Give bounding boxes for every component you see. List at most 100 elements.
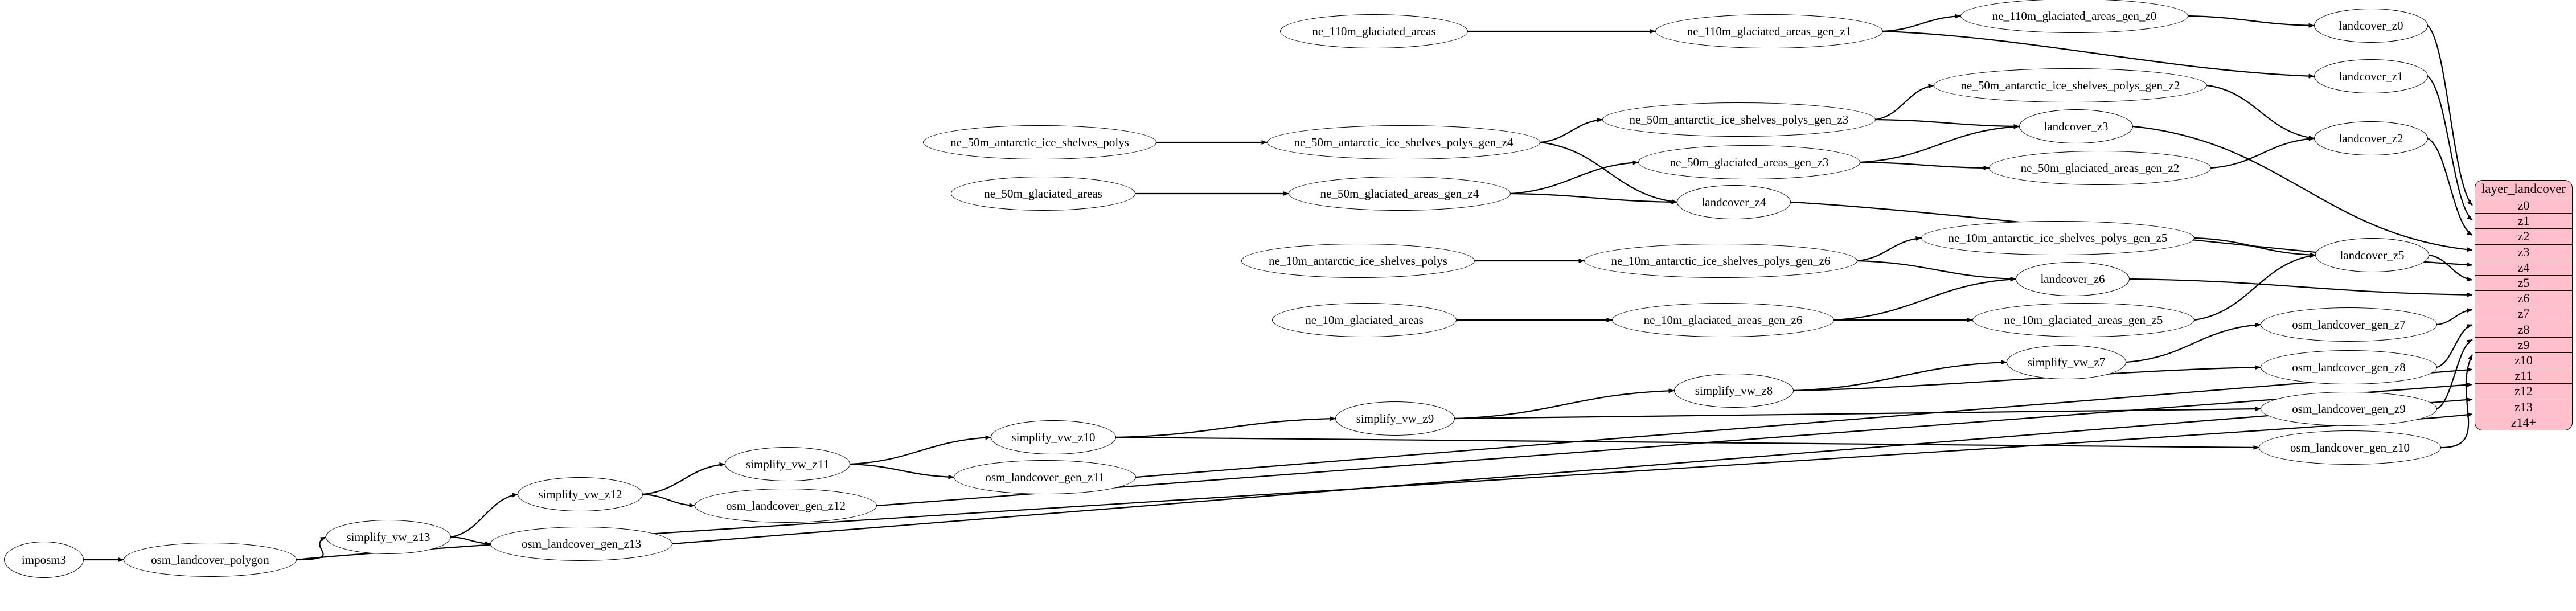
- node-label: landcover_z3: [2044, 119, 2109, 133]
- node-label: ne_50m_glaciated_areas: [984, 186, 1102, 200]
- table-header: layer_landcover: [2475, 181, 2572, 198]
- table-row-z3[interactable]: z3: [2475, 245, 2572, 260]
- node-landcover-z2[interactable]: landcover_z2: [2314, 121, 2428, 155]
- node-label: ne_10m_glaciated_areas: [1305, 313, 1424, 327]
- table-row-z8[interactable]: z8: [2475, 322, 2572, 338]
- table-row-z2[interactable]: z2: [2475, 229, 2572, 245]
- edge-ne_50m_antarctic_ice_shelves_polys_gen_z4-to-ne_50m_antarctic_ice_shelves_polys_gen_z3: [1540, 117, 1603, 143]
- edge-simplify_vw_z7-to-osm_landcover_gen_z7: [2126, 322, 2261, 363]
- edge-simplify_vw_z10-to-simplify_vw_z9: [1115, 416, 1336, 438]
- node-simplify-vw-z9[interactable]: simplify_vw_z9: [1335, 401, 1455, 436]
- edge-simplify_vw_z8-to-simplify_vw_z7: [1793, 360, 2007, 392]
- edge-osm_landcover_gen_z11-to-table.z11: [1135, 367, 2473, 478]
- edge-simplify_vw_z9-to-simplify_vw_z8: [1454, 388, 1675, 420]
- node-ne-10m-glaciated-areas[interactable]: ne_10m_glaciated_areas: [1272, 303, 1457, 337]
- node-osm-landcover-gen-z12[interactable]: osm_landcover_gen_z12: [695, 489, 877, 523]
- table-row-z10[interactable]: z10: [2475, 353, 2572, 369]
- node-ne-10m-antarctic-ice-shelves-polys-gen-z5[interactable]: ne_10m_antarctic_ice_shelves_polys_gen_z…: [1921, 221, 2194, 255]
- edge-ne_10m_glaciated_areas_gen_z5-to-landcover_z5: [2194, 253, 2316, 321]
- table-row-z4[interactable]: z4: [2475, 260, 2572, 276]
- node-label: osm_landcover_gen_z12: [726, 498, 846, 512]
- node-label: ne_10m_antarctic_ice_shelves_polys_gen_z…: [1948, 231, 2168, 245]
- table-row-z6[interactable]: z6: [2475, 291, 2572, 307]
- node-osm-landcover-gen-z9[interactable]: osm_landcover_gen_z9: [2261, 392, 2437, 426]
- node-ne-10m-antarctic-ice-shelves-polys-gen-z6[interactable]: ne_10m_antarctic_ice_shelves_polys_gen_z…: [1584, 244, 1857, 278]
- node-ne-50m-glaciated-areas-gen-z3[interactable]: ne_50m_glaciated_areas_gen_z3: [1638, 145, 1860, 179]
- node-ne-110m-glaciated-areas-gen-z0[interactable]: ne_110m_glaciated_areas_gen_z0: [1960, 0, 2188, 33]
- table-row-z12[interactable]: z12: [2475, 384, 2572, 400]
- node-landcover-z4[interactable]: landcover_z4: [1677, 185, 1791, 219]
- node-ne-50m-antarctic-ice-shelves-polys-gen-z4[interactable]: ne_50m_antarctic_ice_shelves_polys_gen_z…: [1267, 125, 1540, 159]
- node-osm-landcover-gen-z11[interactable]: osm_landcover_gen_z11: [954, 460, 1136, 494]
- node-landcover-z5[interactable]: landcover_z5: [2315, 238, 2429, 272]
- node-label: simplify_vw_z8: [1695, 383, 1773, 397]
- edge-ne_10m_antarctic_ice_shelves_polys_gen_z6-to-landcover_z6: [1857, 260, 2016, 281]
- table-row-z1[interactable]: z1: [2475, 214, 2572, 229]
- node-ne-50m-glaciated-areas[interactable]: ne_50m_glaciated_areas: [951, 177, 1135, 211]
- node-osm-landcover-gen-z8[interactable]: osm_landcover_gen_z8: [2261, 350, 2437, 384]
- node-ne-50m-glaciated-areas-gen-z4[interactable]: ne_50m_glaciated_areas_gen_z4: [1289, 177, 1511, 211]
- edge-simplify_vw_z11-to-osm_landcover_gen_z11: [850, 463, 954, 479]
- node-simplify-vw-z10[interactable]: simplify_vw_z10: [991, 420, 1116, 454]
- node-simplify-vw-z11[interactable]: simplify_vw_z11: [725, 447, 850, 481]
- table-row-z9[interactable]: z9: [2475, 338, 2572, 353]
- node-osm-landcover-gen-z7[interactable]: osm_landcover_gen_z7: [2261, 307, 2437, 342]
- node-ne-50m-antarctic-ice-shelves-polys-gen-z2[interactable]: ne_50m_antarctic_ice_shelves_polys_gen_z…: [1934, 68, 2207, 102]
- edge-simplify_vw_z8-to-osm_landcover_gen_z8: [1793, 365, 2261, 392]
- node-label: landcover_z6: [2040, 272, 2105, 286]
- edge-simplify_vw_z11-to-simplify_vw_z10: [850, 435, 991, 465]
- node-label: ne_10m_glaciated_areas_gen_z6: [1643, 313, 1803, 327]
- edge-ne_50m_glaciated_areas_gen_z4-to-landcover_z4: [1510, 192, 1677, 204]
- node-landcover-z0[interactable]: landcover_z0: [2314, 9, 2428, 43]
- node-ne-110m-glaciated-areas[interactable]: ne_110m_glaciated_areas: [1280, 14, 1468, 48]
- node-simplify-vw-z7[interactable]: simplify_vw_z7: [2007, 345, 2126, 379]
- node-simplify-vw-z12[interactable]: simplify_vw_z12: [518, 477, 643, 511]
- node-ne-110m-glaciated-areas-gen-z1[interactable]: ne_110m_glaciated_areas_gen_z1: [1655, 14, 1883, 48]
- node-label: simplify_vw_z9: [1356, 411, 1434, 425]
- edge-landcover_z6-to-table.z6: [2129, 278, 2473, 297]
- node-imposm3[interactable]: imposm3: [4, 542, 84, 578]
- node-ne-50m-glaciated-areas-gen-z2[interactable]: ne_50m_glaciated_areas_gen_z2: [1989, 151, 2211, 185]
- node-osm-landcover-polygon[interactable]: osm_landcover_polygon: [124, 543, 297, 577]
- node-label: ne_10m_antarctic_ice_shelves_polys: [1269, 253, 1447, 268]
- node-simplify-vw-z8[interactable]: simplify_vw_z8: [1674, 374, 1794, 408]
- edge-landcover_z3-to-table.z3: [2132, 125, 2473, 252]
- node-landcover-z6[interactable]: landcover_z6: [2016, 262, 2130, 296]
- edge-osm_landcover_polygon-to-table.z14+: [296, 412, 2473, 561]
- node-label: simplify_vw_z7: [2027, 355, 2106, 369]
- node-label: ne_50m_glaciated_areas_gen_z3: [1670, 155, 1829, 169]
- node-simplify-vw-z13[interactable]: simplify_vw_z13: [326, 520, 451, 554]
- edge-ne_50m_glaciated_areas_gen_z3-to-ne_50m_glaciated_areas_gen_z2: [1860, 161, 1990, 170]
- node-osm-landcover-gen-z13[interactable]: osm_landcover_gen_z13: [490, 527, 672, 561]
- table-row-z0[interactable]: z0: [2475, 198, 2572, 214]
- node-osm-landcover-gen-z10[interactable]: osm_landcover_gen_z10: [2259, 430, 2441, 465]
- node-ne-10m-glaciated-areas-gen-z5[interactable]: ne_10m_glaciated_areas_gen_z5: [1972, 303, 2194, 337]
- node-ne-50m-antarctic-ice-shelves-polys-gen-z3[interactable]: ne_50m_antarctic_ice_shelves_polys_gen_z…: [1602, 102, 1876, 137]
- edge-simplify_vw_z12-to-simplify_vw_z11: [642, 462, 725, 495]
- edge-ne_50m_antarctic_ice_shelves_polys_gen_z2-to-landcover_z2: [2206, 84, 2315, 140]
- table-row-z11[interactable]: z11: [2475, 368, 2572, 384]
- table-row-z14plus[interactable]: z14+: [2511, 415, 2537, 429]
- node-ne-50m-antarctic-ice-shelves-polys[interactable]: ne_50m_antarctic_ice_shelves_polys: [923, 125, 1156, 159]
- node-landcover-z1[interactable]: landcover_z1: [2314, 59, 2428, 93]
- edge-osm_landcover_gen_z7-to-table.z7: [2436, 308, 2473, 326]
- table-row-z7[interactable]: z7: [2475, 306, 2572, 322]
- node-label: ne_10m_antarctic_ice_shelves_polys_gen_z…: [1611, 253, 1831, 268]
- node-label: imposm3: [21, 552, 67, 567]
- node-label: simplify_vw_z10: [1011, 430, 1096, 444]
- node-label: simplify_vw_z11: [745, 457, 830, 471]
- node-label: osm_landcover_gen_z9: [2292, 401, 2406, 416]
- node-label: osm_landcover_gen_z7: [2292, 317, 2406, 331]
- edge-simplify_vw_z9-to-osm_landcover_gen_z9: [1454, 407, 2261, 420]
- table-row-z13[interactable]: z13: [2475, 399, 2572, 415]
- node-ne-10m-antarctic-ice-shelves-polys[interactable]: ne_10m_antarctic_ice_shelves_polys: [1241, 244, 1475, 278]
- node-ne-10m-glaciated-areas-gen-z6[interactable]: ne_10m_glaciated_areas_gen_z6: [1612, 303, 1834, 337]
- edge-osm_landcover_gen_z9-to-table.z9: [2436, 339, 2473, 409]
- node-label: landcover_z5: [2340, 248, 2405, 262]
- node-label: simplify_vw_z12: [538, 487, 622, 501]
- node-landcover-z3[interactable]: landcover_z3: [2019, 109, 2133, 143]
- node-label: ne_50m_glaciated_areas_gen_z4: [1320, 186, 1479, 200]
- table-row-z5[interactable]: z5: [2475, 276, 2572, 292]
